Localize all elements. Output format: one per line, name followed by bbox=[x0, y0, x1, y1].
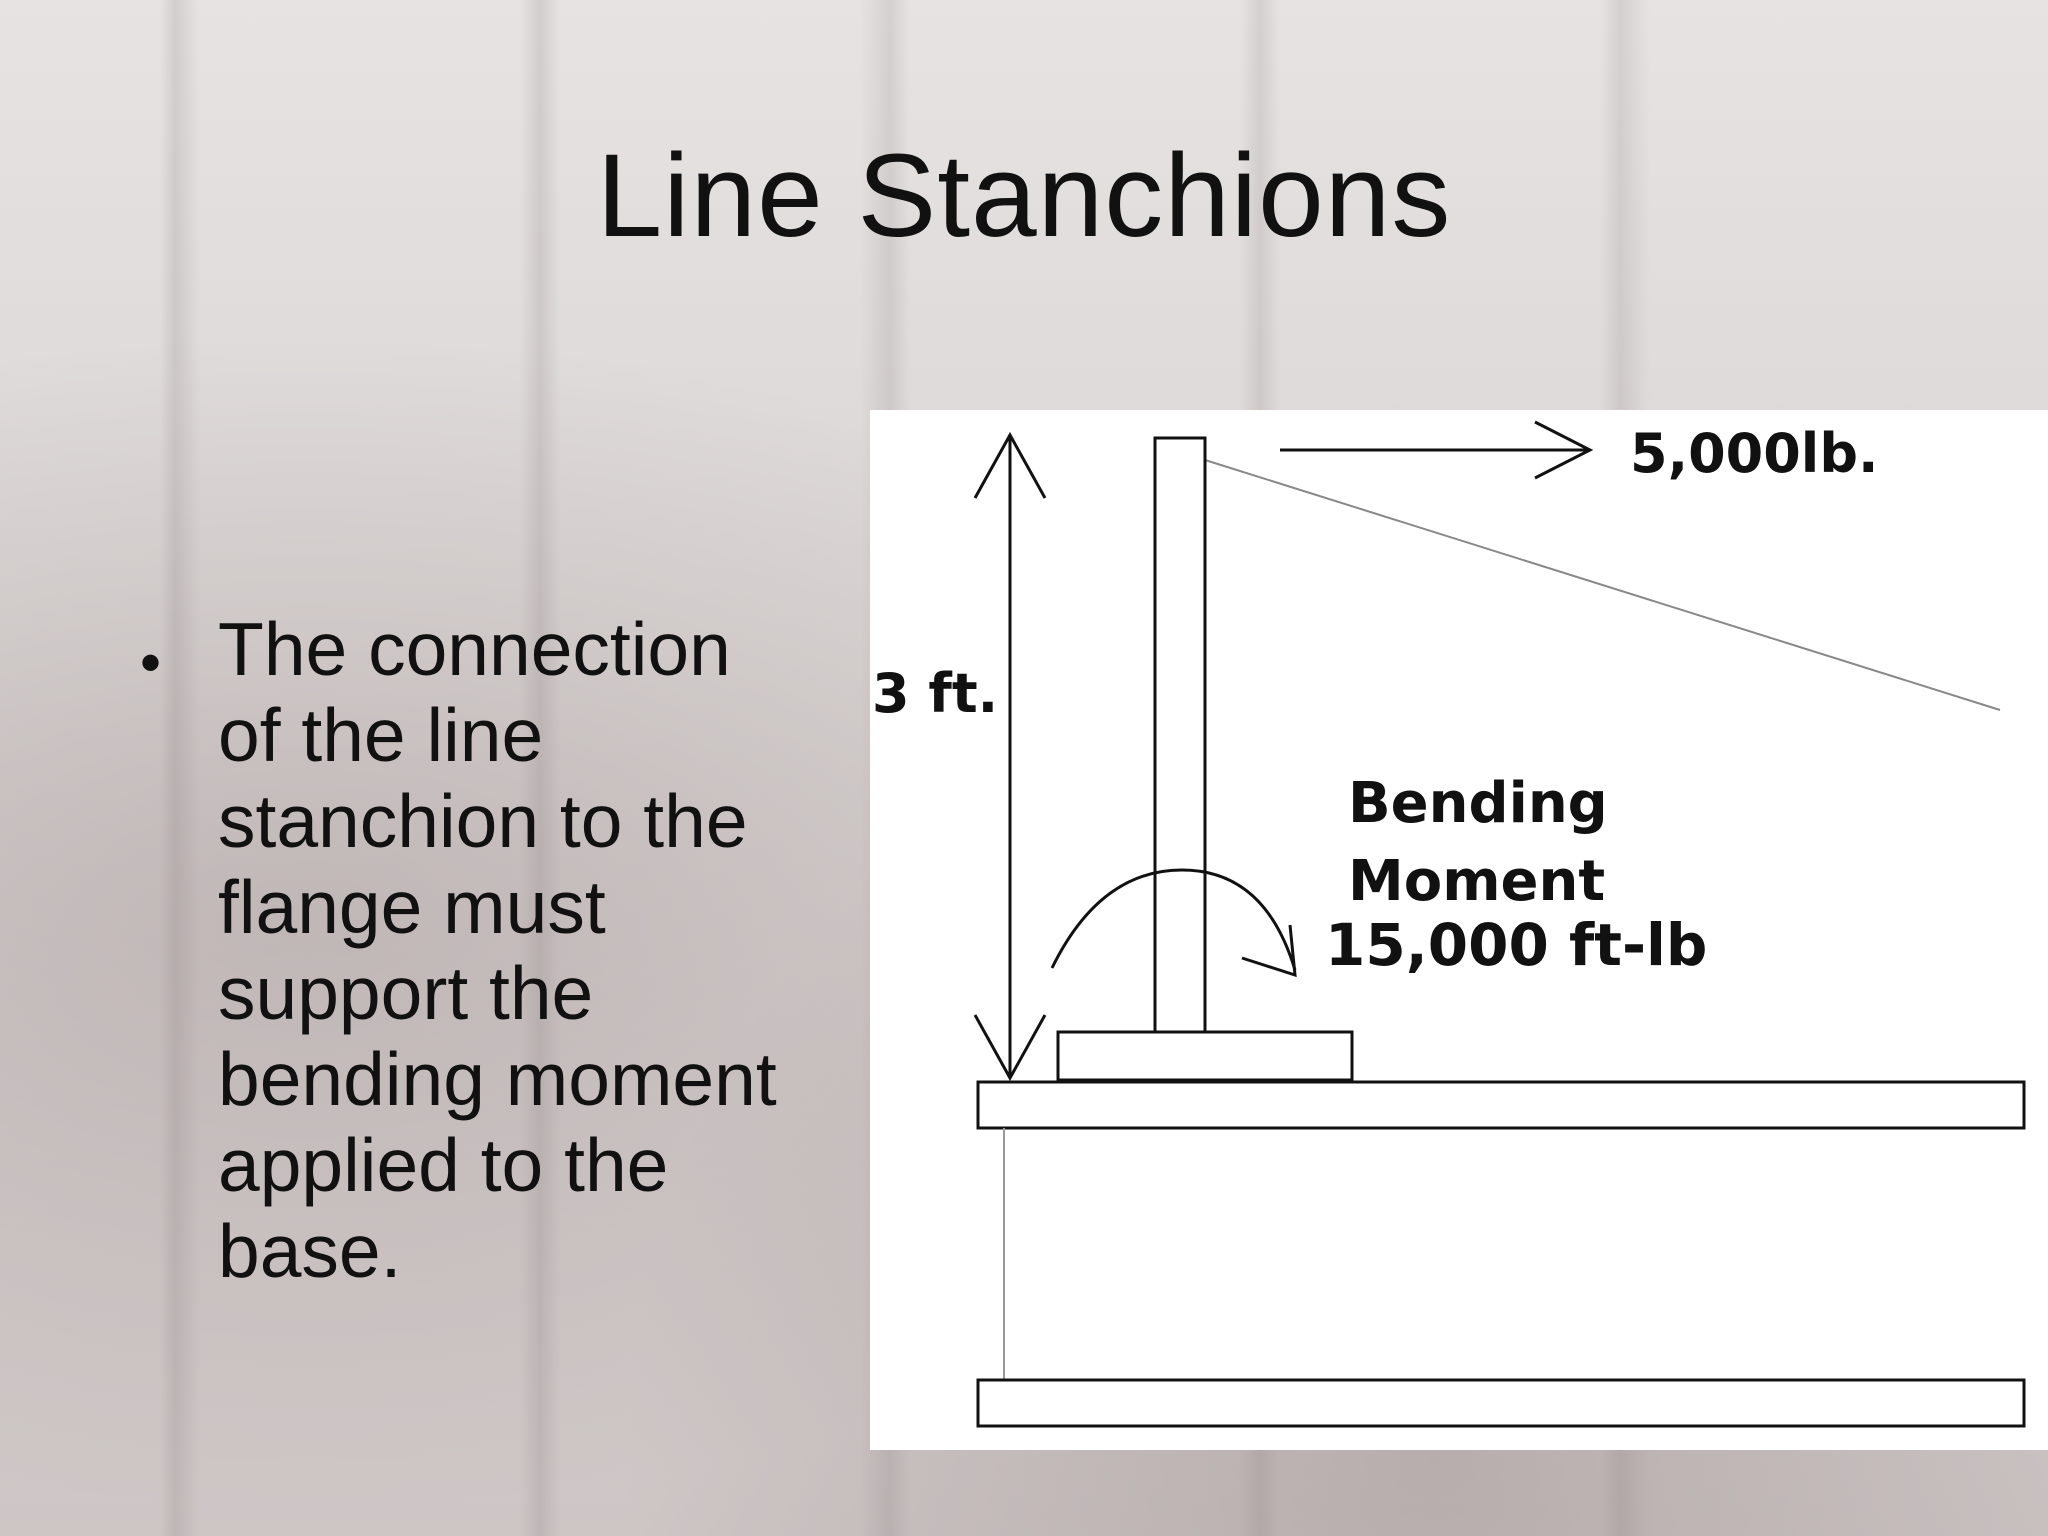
height-label: 3 ft. bbox=[872, 662, 998, 725]
slide-title: Line Stanchions bbox=[596, 130, 1452, 262]
moment-value-label: 15,000 ft-lb bbox=[1325, 911, 1707, 979]
stanchion-post bbox=[1153, 436, 1207, 1066]
force-label: 5,000lb. bbox=[1630, 422, 1878, 485]
force-arrow bbox=[1280, 420, 1594, 480]
moment-label-line1: Bending bbox=[1348, 771, 1608, 836]
stanchion-diagram-svg: 5,000lb. 3 ft. Bending Moment 15,000 ft-… bbox=[872, 420, 2026, 1428]
moment-label-line2: Moment bbox=[1348, 849, 1605, 914]
top-flange bbox=[976, 1080, 2026, 1130]
base-plate bbox=[1056, 1030, 1354, 1082]
bullet-marker: • bbox=[140, 629, 162, 696]
moment-arc-arrow bbox=[1050, 868, 1297, 978]
height-dimension-arrow bbox=[973, 431, 1047, 1082]
moment-guide-line bbox=[1204, 459, 2001, 711]
stanchion-diagram: 5,000lb. 3 ft. Bending Moment 15,000 ft-… bbox=[870, 410, 2048, 1450]
bottom-flange bbox=[976, 1378, 2026, 1428]
bullet-item: The connection of the line stanchion to … bbox=[218, 607, 777, 1293]
